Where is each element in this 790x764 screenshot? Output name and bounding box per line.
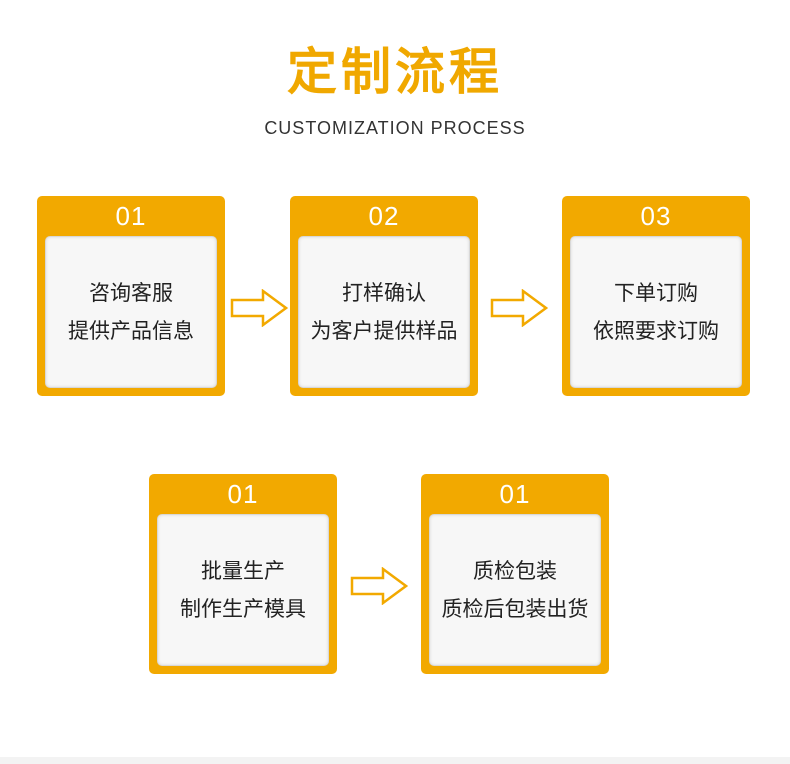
step-content: 质检包装 质检后包装出货 [429,514,601,666]
step-description: 提供产品信息 [68,319,194,343]
step-title: 下单订购 [614,281,698,305]
page-title: 定制流程 [287,43,503,101]
step-title: 批量生产 [201,559,285,583]
step-content: 打样确认 为客户提供样品 [298,236,470,388]
step-content: 下单订购 依照要求订购 [570,236,742,388]
step-card-5: 01 质检包装 质检后包装出货 [421,474,609,674]
step-number: 02 [368,201,400,231]
step-title: 打样确认 [342,281,426,305]
step-number: 03 [640,201,672,231]
step-description: 制作生产模具 [180,597,306,621]
step-description: 质检后包装出货 [441,597,589,621]
step-content: 咨询客服 提供产品信息 [45,236,217,388]
step-number: 01 [499,479,531,509]
step-description: 依照要求订购 [593,319,719,343]
step-title: 质检包装 [473,559,557,583]
step-description: 为客户提供样品 [310,319,458,343]
right-arrow-outline-icon [490,289,548,327]
page-subtitle: CUSTOMIZATION PROCESS [264,118,526,138]
step-card-4: 01 批量生产 制作生产模具 [149,474,337,674]
right-arrow-outline-icon [350,567,408,605]
step-title: 咨询客服 [89,281,173,305]
step-card-1: 01 咨询客服 提供产品信息 [37,196,225,396]
step-card-2: 02 打样确认 为客户提供样品 [290,196,478,396]
step-number: 01 [115,201,147,231]
step-card-3: 03 下单订购 依照要求订购 [562,196,750,396]
right-arrow-outline-icon [230,289,288,327]
bottom-divider [0,757,790,764]
step-number: 01 [227,479,259,509]
step-content: 批量生产 制作生产模具 [157,514,329,666]
